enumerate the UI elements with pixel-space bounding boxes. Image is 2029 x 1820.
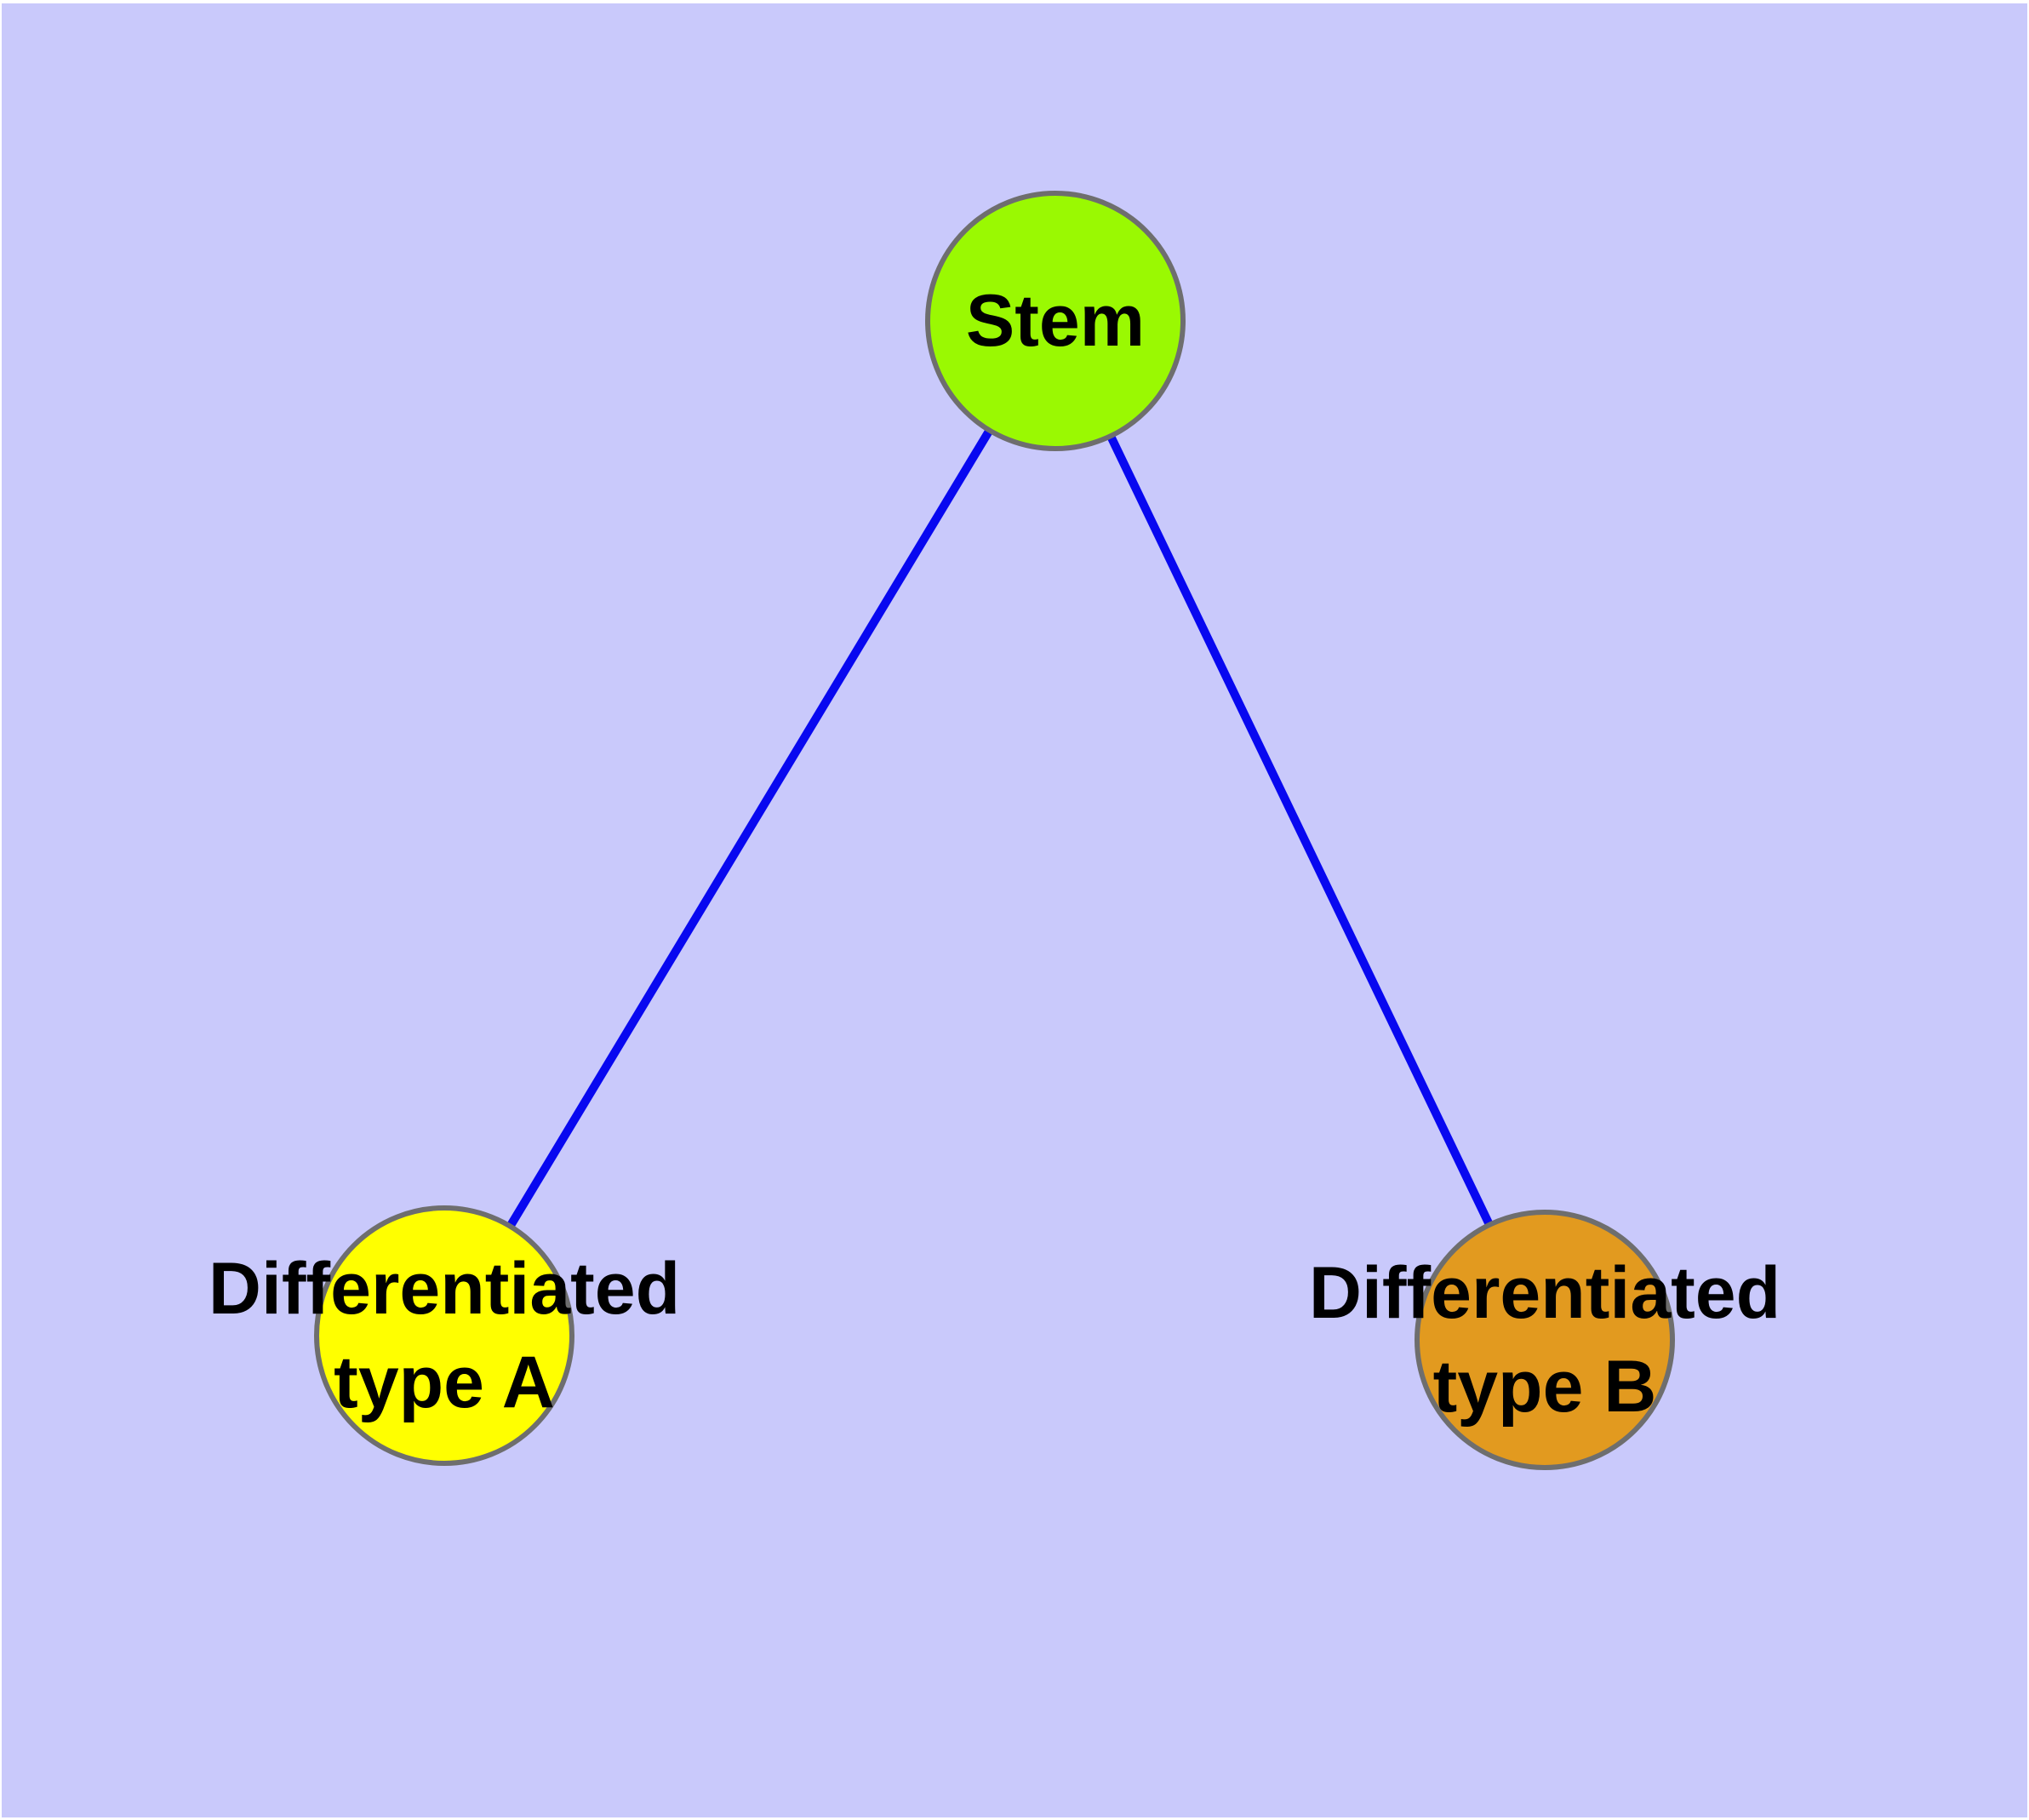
node-circle-type-a[interactable] <box>314 1205 574 1466</box>
edge-stem-type-a <box>440 318 1060 1338</box>
edge-stem-type-b <box>1051 318 1549 1342</box>
node-circle-stem[interactable] <box>925 191 1186 451</box>
edges-layer <box>440 318 1549 1342</box>
node-circle-type-b[interactable] <box>1415 1210 1675 1470</box>
graph-svg <box>314 191 1675 1470</box>
nodes-layer <box>314 191 1675 1470</box>
